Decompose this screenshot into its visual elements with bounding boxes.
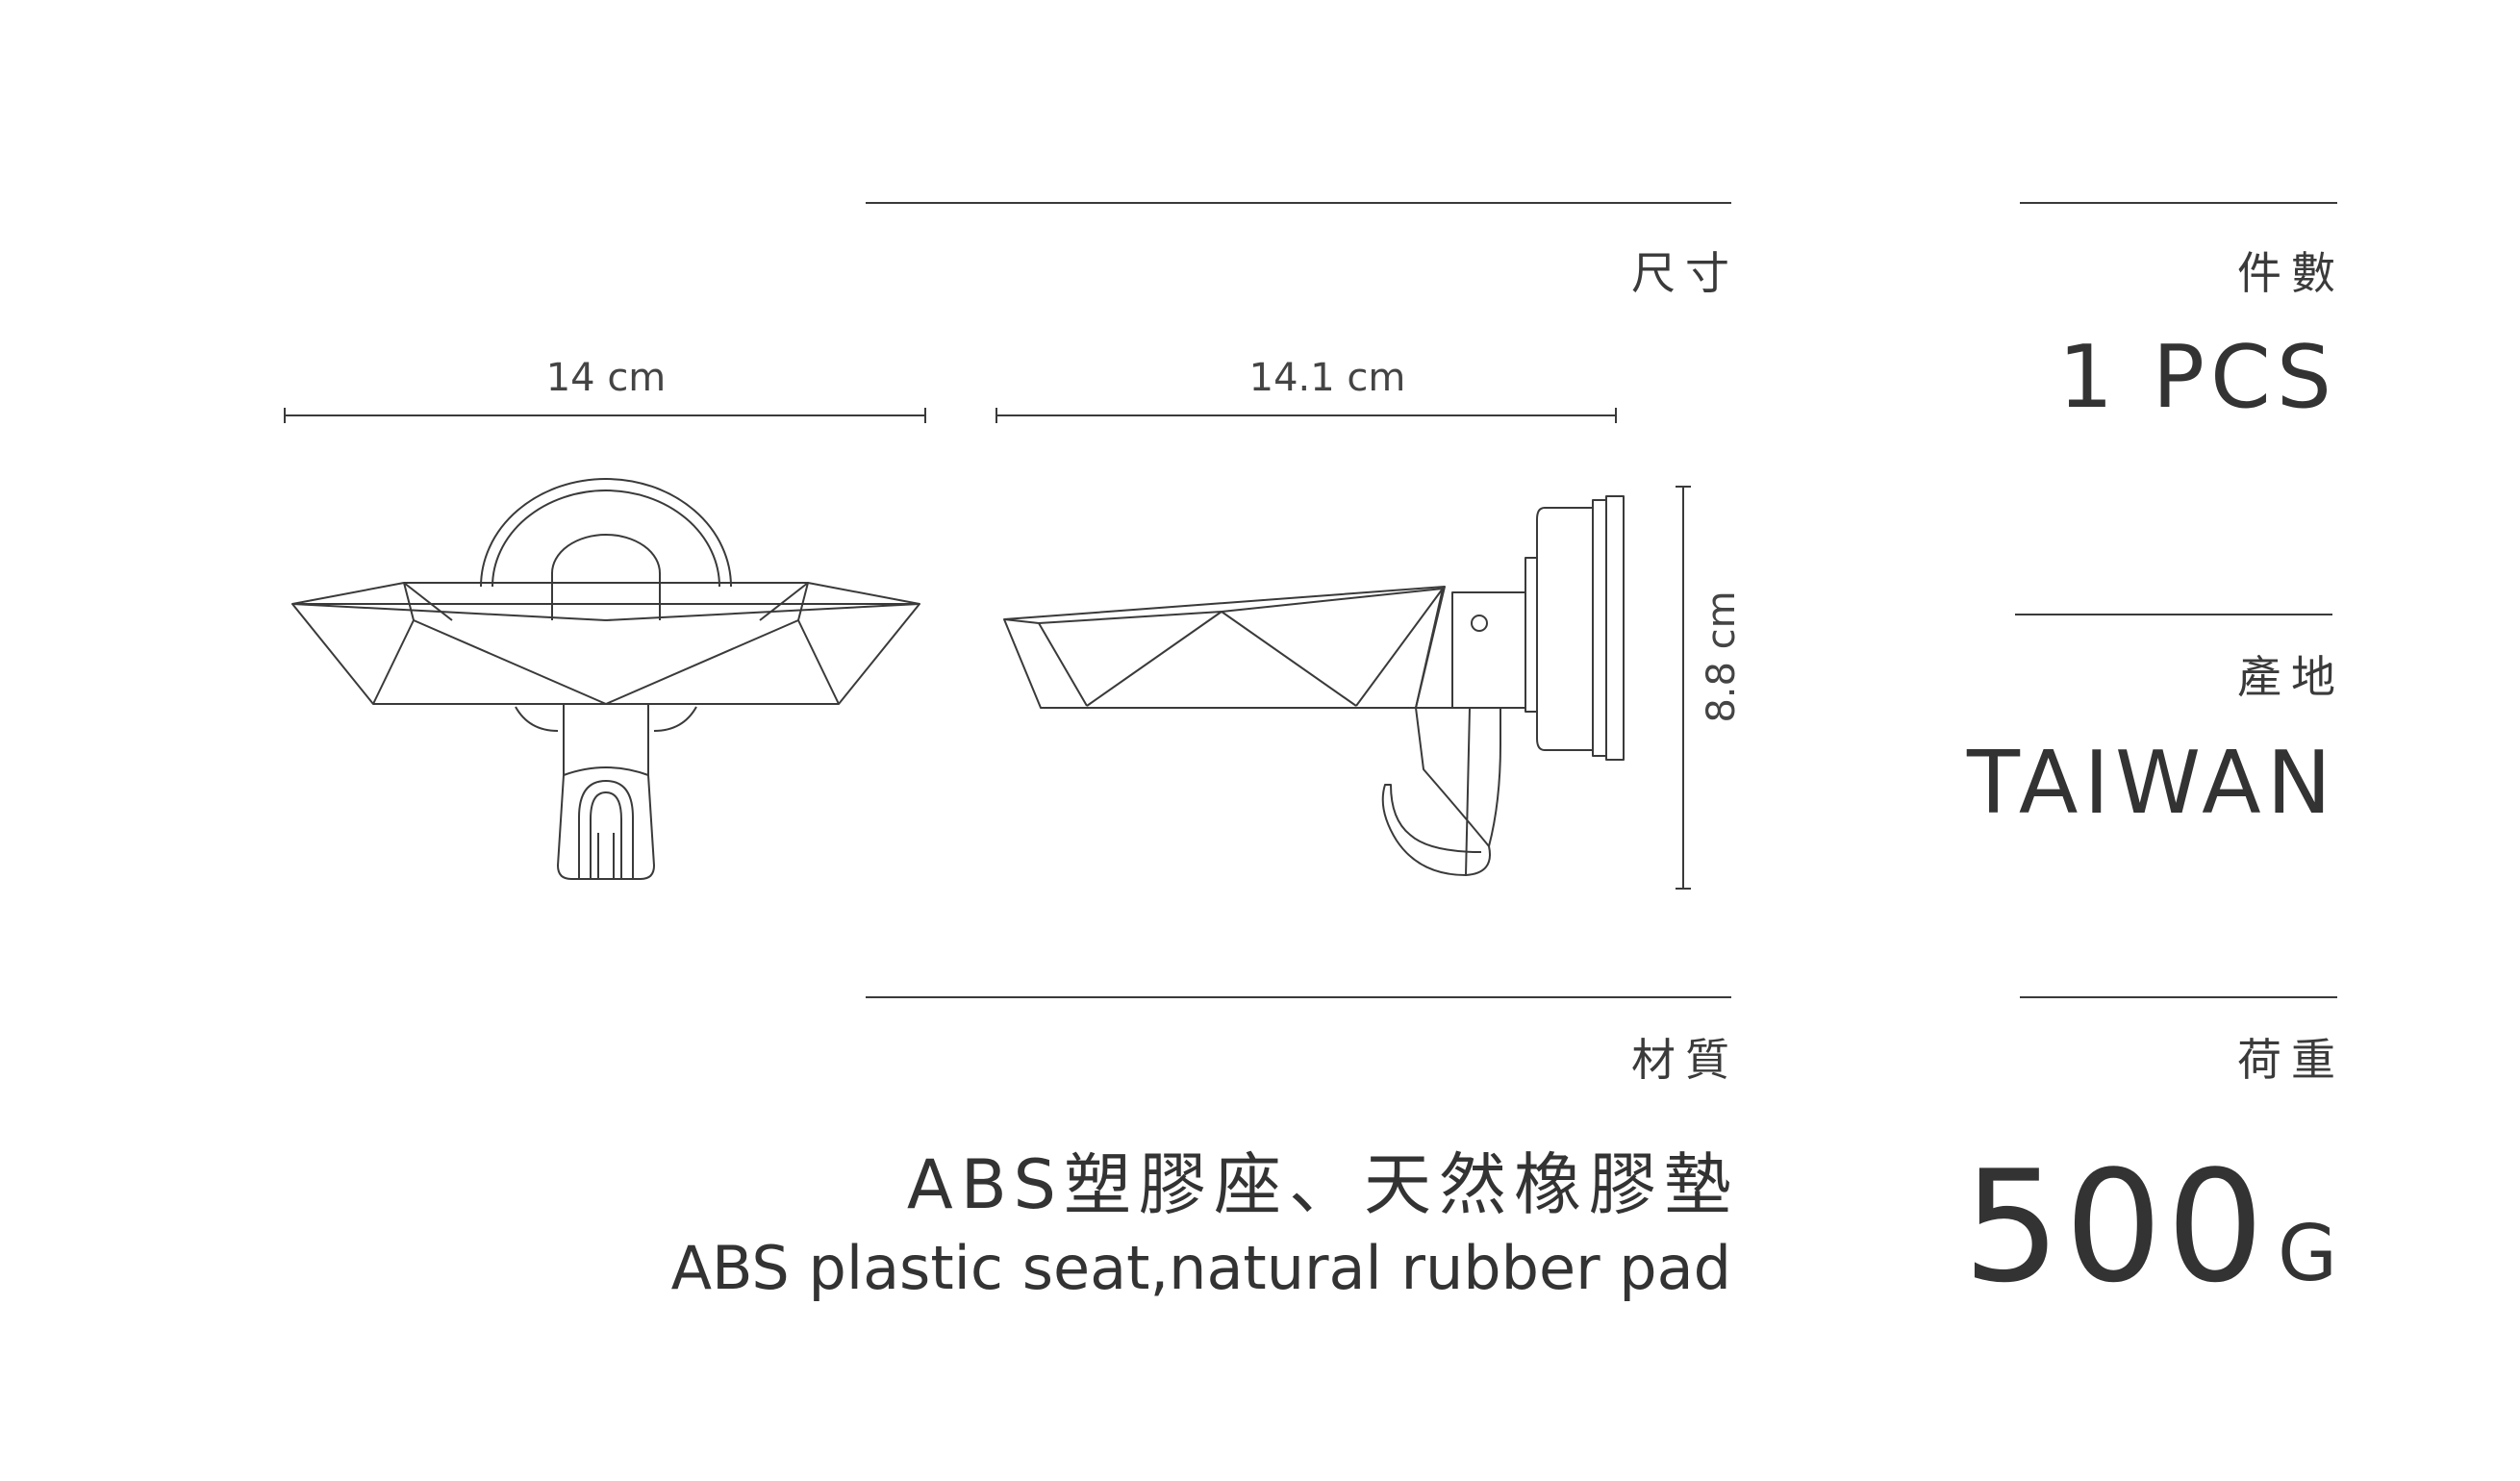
front-view-drawing — [291, 478, 920, 880]
material-rule — [866, 996, 1731, 998]
origin-label: 產地 — [2237, 651, 2345, 703]
quantity-rule — [2020, 202, 2337, 204]
load-unit: G — [2278, 1209, 2337, 1298]
side-width-text: 14.1 cm — [1248, 356, 1406, 400]
material-value-zh: ABS塑膠座、天然橡膠墊 — [906, 1145, 1739, 1224]
load-rule — [2020, 996, 2337, 998]
side-view-drawing — [1003, 495, 1625, 876]
quantity-value: 1 PCS — [2057, 327, 2337, 428]
load-number: 500 — [1962, 1137, 2268, 1317]
dimensions-rule — [866, 202, 1731, 204]
height-dimension-line — [1676, 486, 1691, 890]
quantity-label: 件數 — [2237, 247, 2345, 299]
front-width-dimension-line — [284, 408, 926, 423]
front-width-text: 14 cm — [545, 356, 667, 400]
load-label: 荷重 — [2237, 1034, 2345, 1086]
origin-rule — [2015, 614, 2332, 615]
material-label: 材質 — [1631, 1034, 1739, 1086]
origin-value: TAIWAN — [1966, 733, 2337, 834]
material-value-en: ABS plastic seat,natural rubber pad — [670, 1233, 1731, 1303]
dimensions-label: 尺寸 — [1631, 247, 1739, 299]
side-width-dimension-line — [995, 408, 1617, 423]
